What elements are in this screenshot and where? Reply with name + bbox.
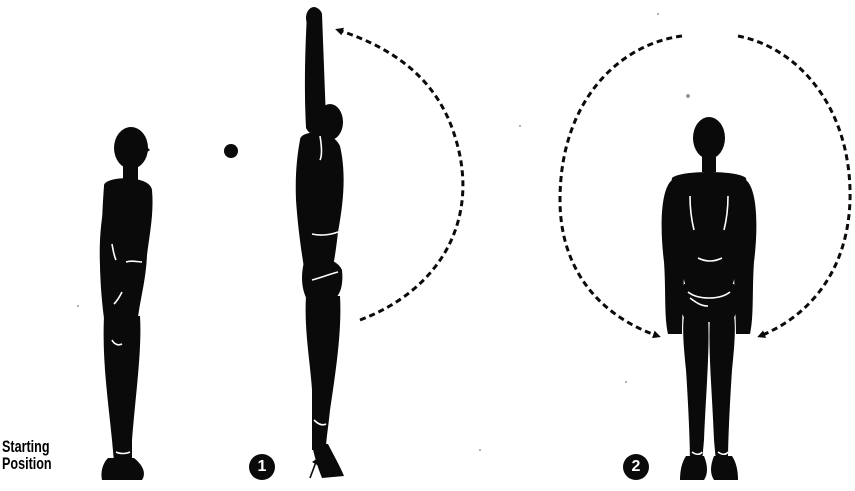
starting-position-label: Starting Position <box>2 438 52 472</box>
starting-position-figure <box>100 127 153 480</box>
starting-label-line1: Starting <box>2 438 52 455</box>
starting-label-line2: Position <box>2 455 52 472</box>
background-specks <box>77 13 690 451</box>
step2-right-motion-arc <box>738 36 850 336</box>
step-1-badge: 1 <box>249 454 275 480</box>
step2-left-motion-arc <box>560 36 682 336</box>
step1-motion-arc <box>338 30 463 320</box>
toe-lift-arrow <box>310 462 316 478</box>
step-2-badge: 2 <box>623 454 649 480</box>
dot-marker <box>224 144 238 158</box>
step1-figure <box>296 7 344 478</box>
